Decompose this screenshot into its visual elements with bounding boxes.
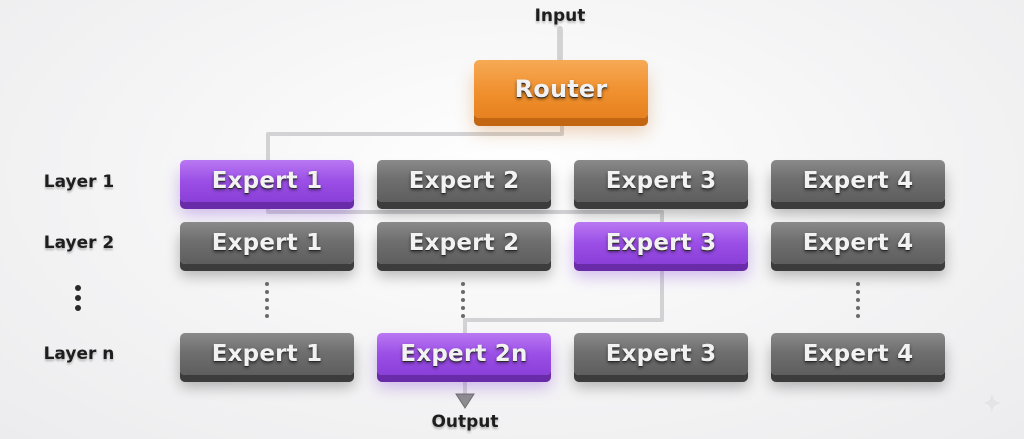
expert-label: Expert 3 <box>605 168 717 194</box>
layern-expert2n: Expert 2n <box>377 333 551 375</box>
layer1-to-layer2-wire <box>266 204 664 226</box>
layer-ellipsis-icon <box>75 285 81 315</box>
expert-label: Expert 3 <box>605 341 717 367</box>
expert-label: Expert 4 <box>802 341 914 367</box>
layer1-expert2: Expert 2 <box>377 160 551 202</box>
layer1-expert4: Expert 4 <box>771 160 945 202</box>
expert-label: Expert 2 <box>408 230 520 256</box>
expert-label: Expert 2 <box>408 168 520 194</box>
output-label: Output <box>431 412 499 432</box>
layern-expert4: Expert 4 <box>771 333 945 375</box>
ellipsis-col4-icon <box>855 282 861 322</box>
input-label: Input <box>534 6 586 26</box>
layer2-expert2: Expert 2 <box>377 222 551 264</box>
ellipsis-col2-icon <box>460 282 466 322</box>
layer-label-n: Layer n <box>43 344 115 364</box>
ellipsis-col1-icon <box>264 282 270 322</box>
layer1-expert1: Expert 1 <box>180 160 354 202</box>
output-arrow-icon <box>455 393 475 409</box>
layern-expert3: Expert 3 <box>574 333 748 375</box>
layer2-expert1: Expert 1 <box>180 222 354 264</box>
expert-label: Expert 1 <box>211 341 323 367</box>
expert-label: Expert 2n <box>400 341 528 367</box>
layern-expert1: Expert 1 <box>180 333 354 375</box>
expert-label: Expert 1 <box>211 230 323 256</box>
layer2-expert3: Expert 3 <box>574 222 748 264</box>
layer1-expert3: Expert 3 <box>574 160 748 202</box>
layer2-to-layern-wire <box>463 268 664 336</box>
expert-label: Expert 4 <box>802 168 914 194</box>
router-to-layer1-wire <box>266 122 564 162</box>
layer-label-1: Layer 1 <box>43 172 115 192</box>
expert-label: Expert 4 <box>802 230 914 256</box>
layer-label-2: Layer 2 <box>43 233 115 253</box>
expert-label: Expert 3 <box>605 230 717 256</box>
sparkle-icon <box>982 393 1002 413</box>
router-label: Router <box>514 75 608 103</box>
layer2-expert4: Expert 4 <box>771 222 945 264</box>
expert-label: Expert 1 <box>211 168 323 194</box>
router-node: Router <box>474 60 648 118</box>
